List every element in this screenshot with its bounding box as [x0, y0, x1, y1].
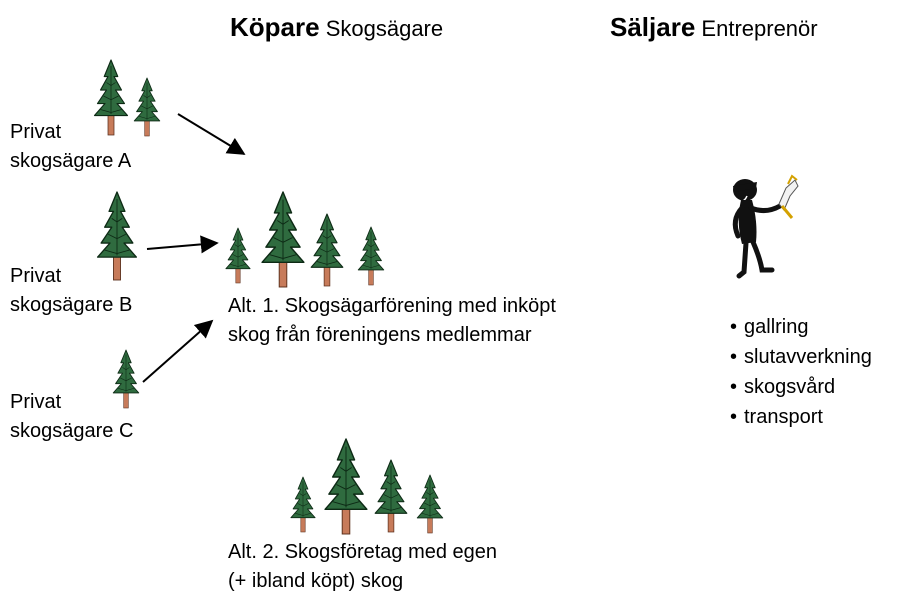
- alt1-line2: skog från föreningens medlemmar: [228, 324, 532, 346]
- buyer-title: Köpare: [230, 12, 320, 42]
- spruce-tree-icon: [357, 226, 385, 286]
- owner-a-line1: Privat: [10, 121, 62, 143]
- alt2-line2: (+ ibland köpt) skog: [228, 570, 404, 592]
- service-item: skogsvård: [730, 372, 872, 402]
- spruce-tree-icon: [96, 191, 138, 281]
- seller-title: Säljare: [610, 12, 696, 42]
- spruce-tree-icon: [310, 213, 344, 287]
- alt2-line1: Alt. 2. Skogsföretag med egen: [228, 541, 498, 563]
- arrow-icon: [177, 113, 246, 155]
- seller-subtitle: Entreprenör: [701, 16, 818, 41]
- forest-worker-icon: [732, 174, 799, 279]
- spruce-tree-icon: [112, 349, 140, 409]
- buyer-header: Köpare Skogsägare: [230, 12, 443, 43]
- arrow-icon: [146, 235, 219, 254]
- spruce-tree-icon: [416, 474, 444, 534]
- spruce-tree-icon: [261, 191, 305, 288]
- spruce-tree-icon: [225, 227, 251, 284]
- alt2-label: Alt. 2. Skogsföretag med egen (+ ibland …: [228, 538, 497, 596]
- spruce-tree-icon: [324, 438, 368, 535]
- buyer-subtitle: Skogsägare: [325, 16, 444, 41]
- alt1-line1: Alt. 1. Skogsägarförening med inköpt: [228, 295, 556, 317]
- owner-c-line2: skogsägare C: [10, 420, 134, 442]
- arrow-icon: [142, 319, 214, 383]
- owner-a-label: Privat skogsägare A: [10, 118, 131, 176]
- seller-header: Säljare Entreprenör: [610, 12, 818, 43]
- spruce-tree-icon: [374, 459, 408, 533]
- service-item: slutavverkning: [730, 342, 872, 372]
- spruce-tree-icon: [133, 77, 161, 137]
- owner-a-line2: skogsägare A: [10, 150, 132, 172]
- service-item: transport: [730, 402, 872, 432]
- service-item: gallring: [730, 312, 872, 342]
- owner-b-line2: skogsägare B: [10, 294, 133, 316]
- owner-c-label: Privat skogsägare C: [10, 388, 133, 446]
- service-list: gallring slutavverkning skogsvård transp…: [730, 312, 872, 432]
- spruce-tree-icon: [93, 59, 129, 136]
- owner-b-label: Privat skogsägare B: [10, 262, 132, 320]
- spruce-tree-icon: [290, 476, 316, 533]
- owner-b-line1: Privat: [10, 265, 62, 287]
- owner-c-line1: Privat: [10, 391, 62, 413]
- alt1-label: Alt. 1. Skogsägarförening med inköpt sko…: [228, 292, 556, 350]
